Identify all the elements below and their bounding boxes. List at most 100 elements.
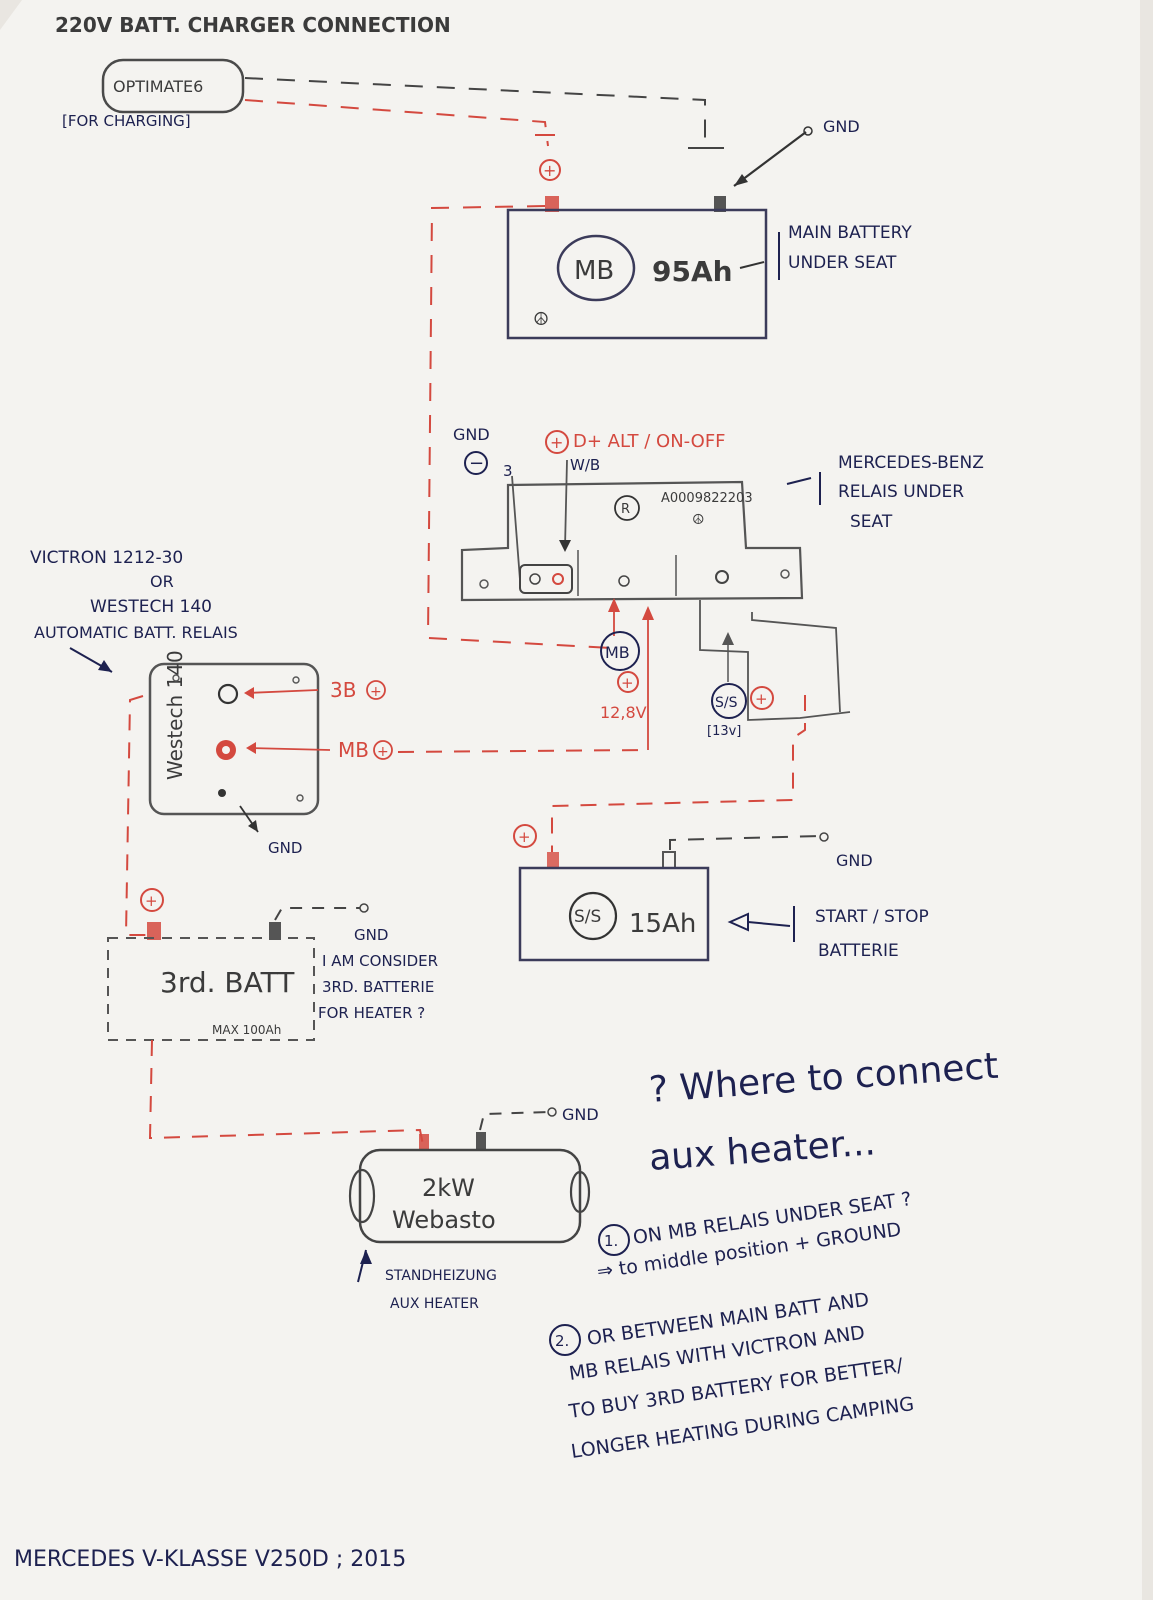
ss-battery-plus: + xyxy=(518,828,531,846)
victron-or: OR xyxy=(150,572,174,591)
relay-note-arrow xyxy=(786,477,812,485)
heater-gnd-line xyxy=(479,1111,549,1131)
westech-terminal-mb-hole xyxy=(222,746,230,754)
main-battery-note-1: MAIN BATTERY xyxy=(788,223,912,243)
mercedes-star-icon: ☮ xyxy=(533,309,549,330)
relay-terminal-left xyxy=(529,573,541,585)
charger-label: OPTIMATE6 xyxy=(113,77,203,96)
relay-minus-icon xyxy=(464,451,488,475)
westech-terminal-3b xyxy=(217,683,239,705)
relay-ss-voltage: [13v] xyxy=(707,724,741,739)
victron-pointer-arrowhead xyxy=(98,660,112,672)
main-battery-gnd-arrowhead xyxy=(734,174,748,186)
charger-gnd-line xyxy=(244,77,706,146)
third-battery-plus-icon xyxy=(140,888,164,912)
ss-battery-capacity: 15Ah xyxy=(629,909,696,939)
main-battery-box xyxy=(506,208,768,340)
ss-battery-plus-terminal xyxy=(547,852,559,868)
westech-mb-arrow xyxy=(249,747,331,751)
relay-mb-badge: MB xyxy=(605,643,630,662)
relay-input-wires xyxy=(511,459,568,581)
westech-label: Westech 140 xyxy=(163,650,187,780)
main-battery-minus-terminal xyxy=(714,196,726,212)
main-battery-gnd-arrow xyxy=(733,131,807,187)
relay-terminal-middle xyxy=(618,575,630,587)
ss-battery-note-2: BATTERIE xyxy=(818,941,899,961)
main-battery-plus-icon xyxy=(539,159,561,181)
relay-part-number: A0009822203 xyxy=(661,491,753,506)
third-battery-gnd-node xyxy=(359,903,369,913)
relay-mount-hole-right xyxy=(780,569,790,579)
charger-note: [FOR CHARGING] xyxy=(62,112,191,130)
westech-mb-plus-icon xyxy=(373,740,393,760)
charger-box xyxy=(101,58,245,114)
westech-to-relay-line xyxy=(397,749,649,753)
title-line: 220V BATT. CHARGER CONNECTION xyxy=(55,13,451,37)
option-1-ring xyxy=(598,1224,630,1256)
third-battery-consider-3: FOR HEATER ? xyxy=(318,1004,425,1022)
westech-3b-arrowhead xyxy=(244,687,254,699)
vehicle-footer: MERCEDES V-KLASSE V250D ; 2015 xyxy=(14,1547,406,1572)
relay-wb-arrowhead xyxy=(559,540,571,552)
heater-note-1: STANDHEIZUNG xyxy=(385,1268,497,1284)
relay-to-ss-battery-line xyxy=(551,695,806,852)
relay-r-icon xyxy=(614,495,640,521)
relay-body xyxy=(460,480,804,602)
westech-terminal-gnd xyxy=(218,789,226,797)
relay-plus-icon xyxy=(545,430,569,454)
ss-battery-gnd-line xyxy=(669,835,821,850)
relay-voltage: 12,8V xyxy=(600,703,647,722)
option-2-ring xyxy=(549,1324,581,1356)
heater-plus-terminal xyxy=(419,1134,429,1150)
third-battery-consider-1: I AM CONSIDER xyxy=(322,952,438,970)
main-battery-note-arrow xyxy=(739,261,765,269)
relay-note-3: SEAT xyxy=(850,512,893,532)
heater-gnd-node xyxy=(547,1107,557,1117)
main-battery-logo-ring xyxy=(556,234,636,302)
westech-screw-tr xyxy=(292,676,300,684)
third-battery-gnd: GND xyxy=(354,926,388,944)
westech-pin-3b: 3B xyxy=(330,678,356,702)
relay-dplus-label: D+ ALT / ON-OFF xyxy=(573,431,726,452)
heater-note-2: AUX HEATER xyxy=(390,1296,479,1312)
heater-power: 2kW xyxy=(422,1174,475,1202)
westech-mb-plus: + xyxy=(377,744,389,760)
relay-mb-badge-ring xyxy=(600,631,640,671)
relay-terminal-pair xyxy=(519,564,573,594)
main-battery-gnd-node xyxy=(803,126,813,136)
ss-battery-logo-ring xyxy=(568,891,618,941)
third-battery-max: MAX 100Ah xyxy=(212,1023,281,1037)
victron-note: AUTOMATIC BATT. RELAIS xyxy=(34,623,238,642)
relay-terminal-ss xyxy=(715,570,729,584)
relay-ss-arrowhead xyxy=(722,632,734,645)
heater-end-left xyxy=(348,1168,376,1224)
option-1-num: 1. xyxy=(604,1232,618,1250)
victron-option-2: WESTECH 140 xyxy=(90,597,212,617)
ss-battery-badge: S/S xyxy=(574,907,601,927)
relay-ss-plus: + xyxy=(755,690,768,708)
relay-gnd: GND xyxy=(453,425,490,444)
relay-wb-label: W/B xyxy=(570,456,600,474)
relay-r: R xyxy=(621,502,630,517)
heater-brand: Webasto xyxy=(392,1206,496,1234)
relay-minus: − xyxy=(469,453,484,474)
ss-battery-note-1: START / STOP xyxy=(815,907,929,927)
relay-mb-arrow-2 xyxy=(642,606,654,620)
heater-note-arrowhead xyxy=(360,1250,372,1264)
ss-battery-box xyxy=(518,866,710,962)
ss-battery-note-arrow xyxy=(747,921,791,927)
westech-mb-arrowhead xyxy=(246,742,256,754)
westech-screw-br xyxy=(296,794,304,802)
main-to-relay-line xyxy=(426,205,613,649)
westech-screw-tl xyxy=(172,674,180,682)
main-battery-gnd: GND xyxy=(823,117,860,136)
third-battery-consider-2: 3RD. BATTERIE xyxy=(322,978,434,996)
westech-box xyxy=(148,662,320,816)
charger-plus-line xyxy=(244,99,549,147)
relay-voltage-plus-icon xyxy=(617,671,639,693)
ss-battery-gnd-node xyxy=(819,832,829,842)
westech-gnd-arrowhead xyxy=(248,820,258,832)
